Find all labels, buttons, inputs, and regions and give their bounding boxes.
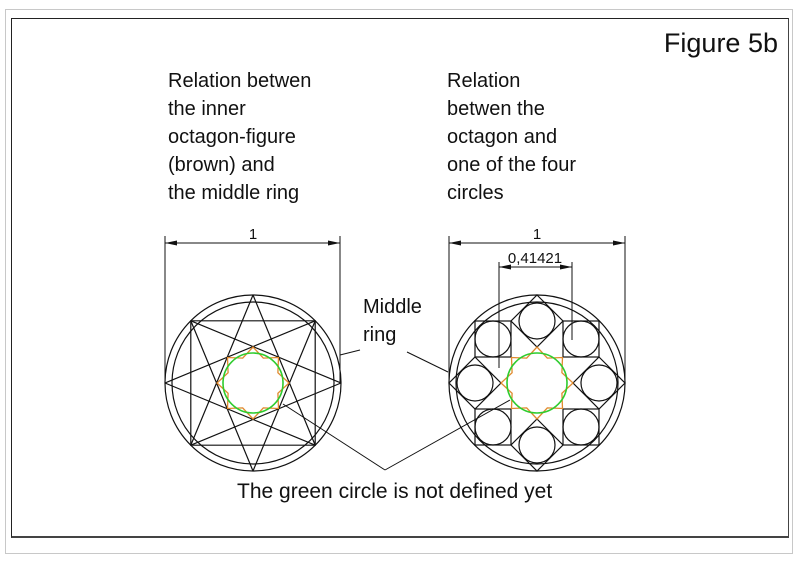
figure-title: Figure 5b xyxy=(663,28,778,58)
octagram-line xyxy=(164,320,316,384)
octagram-line xyxy=(190,294,254,446)
small-diamond xyxy=(572,356,626,410)
dim-right-arrow-right xyxy=(613,240,625,246)
middle-ring-label: Middle ring xyxy=(363,296,422,346)
small-circle xyxy=(456,364,494,402)
square xyxy=(190,320,316,446)
dim-right-arrow-left xyxy=(449,240,461,246)
inner-ring-circle xyxy=(455,301,619,465)
octagram-line xyxy=(190,320,254,472)
small-diamond xyxy=(510,418,564,472)
small-circle xyxy=(580,364,618,402)
green-circle xyxy=(222,352,284,414)
small-circle xyxy=(518,302,556,340)
dim-right-inner-arrow-left xyxy=(499,264,511,270)
leader-middle-ring-right xyxy=(406,351,449,373)
octagram-line xyxy=(190,320,342,384)
caption-right: Relation betwen the octagon and one of t… xyxy=(447,70,576,204)
dimension-left-value: 1 xyxy=(249,226,257,243)
dimension-lines: 1 1 0,41421 xyxy=(164,226,626,383)
page-frame xyxy=(5,9,793,554)
leader-lines xyxy=(282,349,511,471)
dim-left-arrow-left xyxy=(165,240,177,246)
small-circle xyxy=(562,320,600,358)
caption-left: Relation betwen the inner octagon-figure… xyxy=(168,70,312,204)
small-circle xyxy=(562,408,600,446)
leader-green-right xyxy=(384,399,511,471)
brown-star xyxy=(216,346,290,420)
leader-green-left xyxy=(282,403,386,471)
small-circle xyxy=(474,408,512,446)
small-circle xyxy=(518,426,556,464)
octagram-line xyxy=(252,320,316,472)
octagram-line xyxy=(252,294,316,446)
inner-ring-circle xyxy=(171,301,335,465)
dim-right-inner-arrow-right xyxy=(560,264,572,270)
dimension-right-inner-value: 0,41421 xyxy=(508,250,562,267)
brown-star xyxy=(500,346,574,420)
small-diamond xyxy=(448,356,502,410)
green-circle xyxy=(506,352,568,414)
left-figure xyxy=(164,294,342,472)
dim-left-arrow-right xyxy=(328,240,340,246)
drawing-sheet-border xyxy=(11,18,789,538)
right-figure xyxy=(448,294,626,472)
dimension-right-value: 1 xyxy=(533,226,541,243)
leader-middle-ring-left xyxy=(339,349,361,356)
green-circle-note: The green circle is not defined yet xyxy=(237,480,553,503)
octagram-line xyxy=(190,382,342,446)
octagram-line xyxy=(164,382,316,446)
small-circle xyxy=(474,320,512,358)
